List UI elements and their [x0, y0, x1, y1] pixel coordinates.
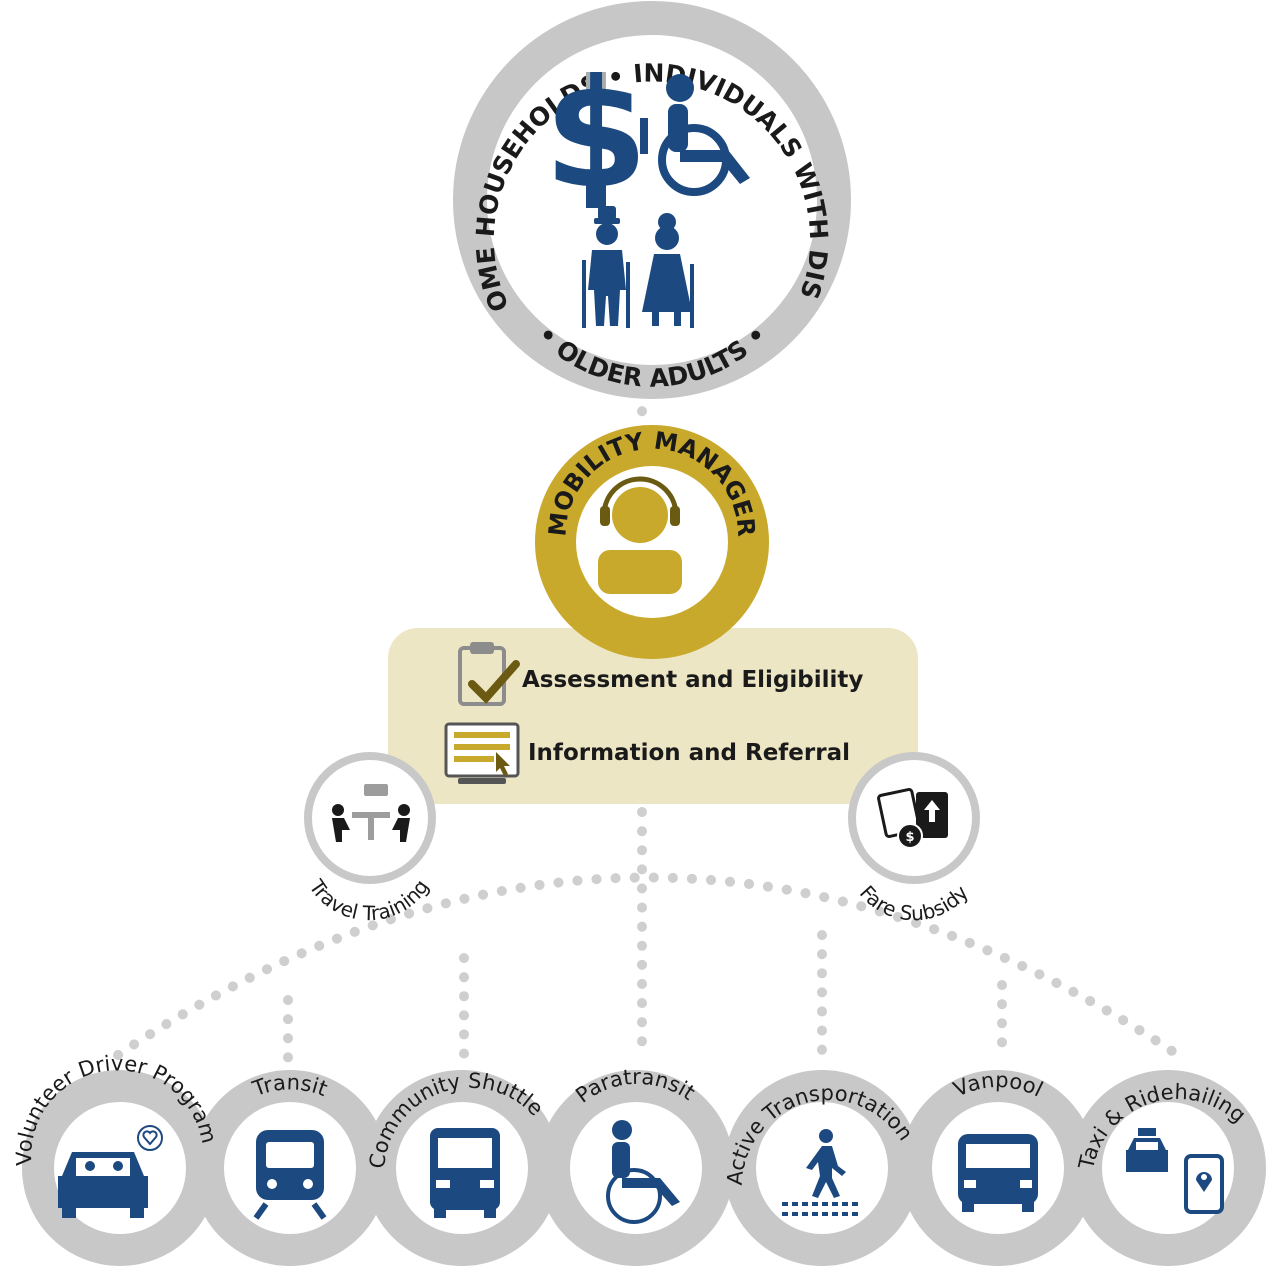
meeting-icon: [332, 784, 410, 842]
wheelchair-icon: [606, 1120, 680, 1224]
population-circle: LOW-INCOME HOUSEHOLDS • INDIVIDUALS WITH…: [0, 0, 851, 399]
fare-subsidy-label: Fare Subsidy: [855, 880, 973, 925]
services-panel: Assessment and Eligibility Information a…: [388, 628, 918, 804]
mobility-manager-badge: MOBILITY MANAGER: [535, 425, 769, 659]
pedestrian-icon: [782, 1129, 862, 1216]
van-icon: [958, 1134, 1038, 1212]
headset-user-icon: [598, 476, 682, 594]
information-label: Information and Referral: [528, 740, 850, 766]
dollar-icon: $: [544, 48, 648, 222]
mode-vanpool: Vanpool: [932, 1068, 1064, 1234]
older-man-icon: [582, 206, 630, 328]
assessment-label: Assessment and Eligibility: [522, 667, 863, 693]
connector-arc: [113, 872, 1183, 1060]
monitor-form-icon: [444, 722, 520, 784]
fare-subsidy-node: $ Fare Subsidy: [848, 752, 980, 925]
svg-text:$: $: [905, 830, 914, 845]
wheelchair-user-icon: [640, 74, 750, 196]
bus-icon: [430, 1128, 500, 1218]
fare-ticket-icon: $: [877, 787, 948, 849]
train-icon: [253, 1130, 327, 1220]
clipboard-check-icon: [458, 642, 520, 706]
travel-training-node: Travel Training: [304, 752, 436, 925]
svg-text:$: $: [544, 48, 648, 222]
taxi-phone-icon: [1126, 1128, 1224, 1214]
transportation-modes: Volunteer Driver Program Transit: [12, 1051, 1266, 1266]
older-woman-icon: [642, 213, 694, 328]
car-heart-icon: [58, 1125, 163, 1218]
